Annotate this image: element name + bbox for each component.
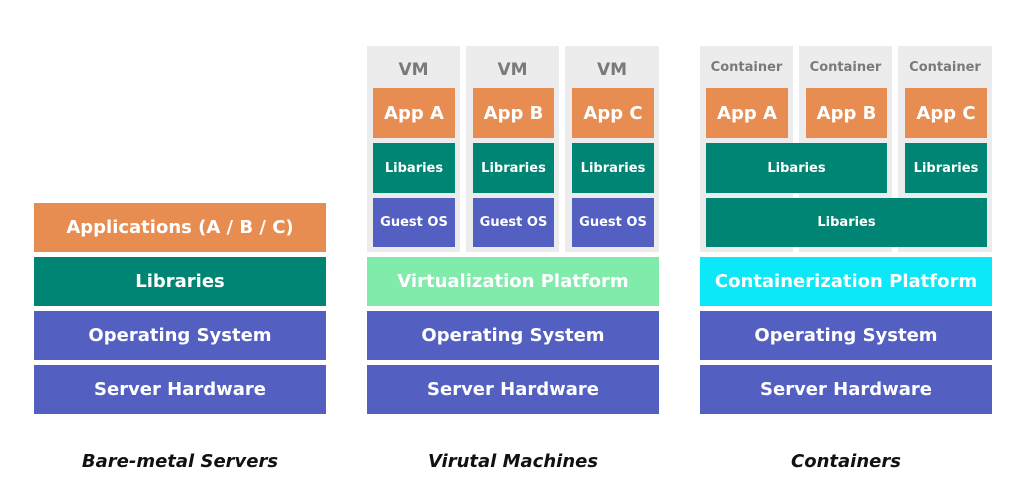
- vm-app: App B: [473, 88, 554, 138]
- vm-guest-os: Guest OS: [572, 198, 654, 247]
- container-server-hardware: Server Hardware: [700, 365, 992, 414]
- vm-label: VM: [596, 60, 628, 80]
- container-app: App C: [905, 88, 987, 138]
- container-host-os: Operating System: [700, 311, 992, 360]
- container-libraries-c: Libraries: [905, 143, 987, 193]
- bare-metal-hardware: Server Hardware: [34, 365, 326, 414]
- container-label: Container: [710, 59, 783, 75]
- containerization-platform: Containerization Platform: [700, 257, 992, 306]
- vm-server-hardware: Server Hardware: [367, 365, 659, 414]
- virtualization-platform: Virtualization Platform: [367, 257, 659, 306]
- vm-libraries: Libaries: [373, 143, 455, 193]
- container-app: App A: [706, 88, 788, 138]
- bare-metal-os: Operating System: [34, 311, 326, 360]
- vm-guest-os: Guest OS: [473, 198, 554, 247]
- vm-label: VM: [497, 60, 528, 80]
- container-shared-libraries-all: Libaries: [706, 198, 987, 247]
- vm-libraries: Libraries: [572, 143, 654, 193]
- container-label: Container: [909, 59, 981, 75]
- vm-host-os: Operating System: [367, 311, 659, 360]
- containers-caption: Containers: [791, 450, 901, 472]
- container-shared-libraries-ab: Libaries: [706, 143, 887, 193]
- vm-app: App C: [572, 88, 654, 138]
- bare-metal-caption: Bare-metal Servers: [81, 450, 279, 472]
- bare-metal-applications: Applications (A / B / C): [34, 203, 326, 252]
- vm-app: App A: [373, 88, 455, 138]
- container-label: Container: [809, 59, 882, 75]
- virtual-machines-caption: Virutal Machines: [427, 450, 599, 472]
- bare-metal-libraries: Libraries: [34, 257, 326, 306]
- vm-label: VM: [398, 60, 429, 80]
- container-app: App B: [806, 88, 887, 138]
- vm-guest-os: Guest OS: [373, 198, 455, 247]
- vm-libraries: Libraries: [473, 143, 554, 193]
